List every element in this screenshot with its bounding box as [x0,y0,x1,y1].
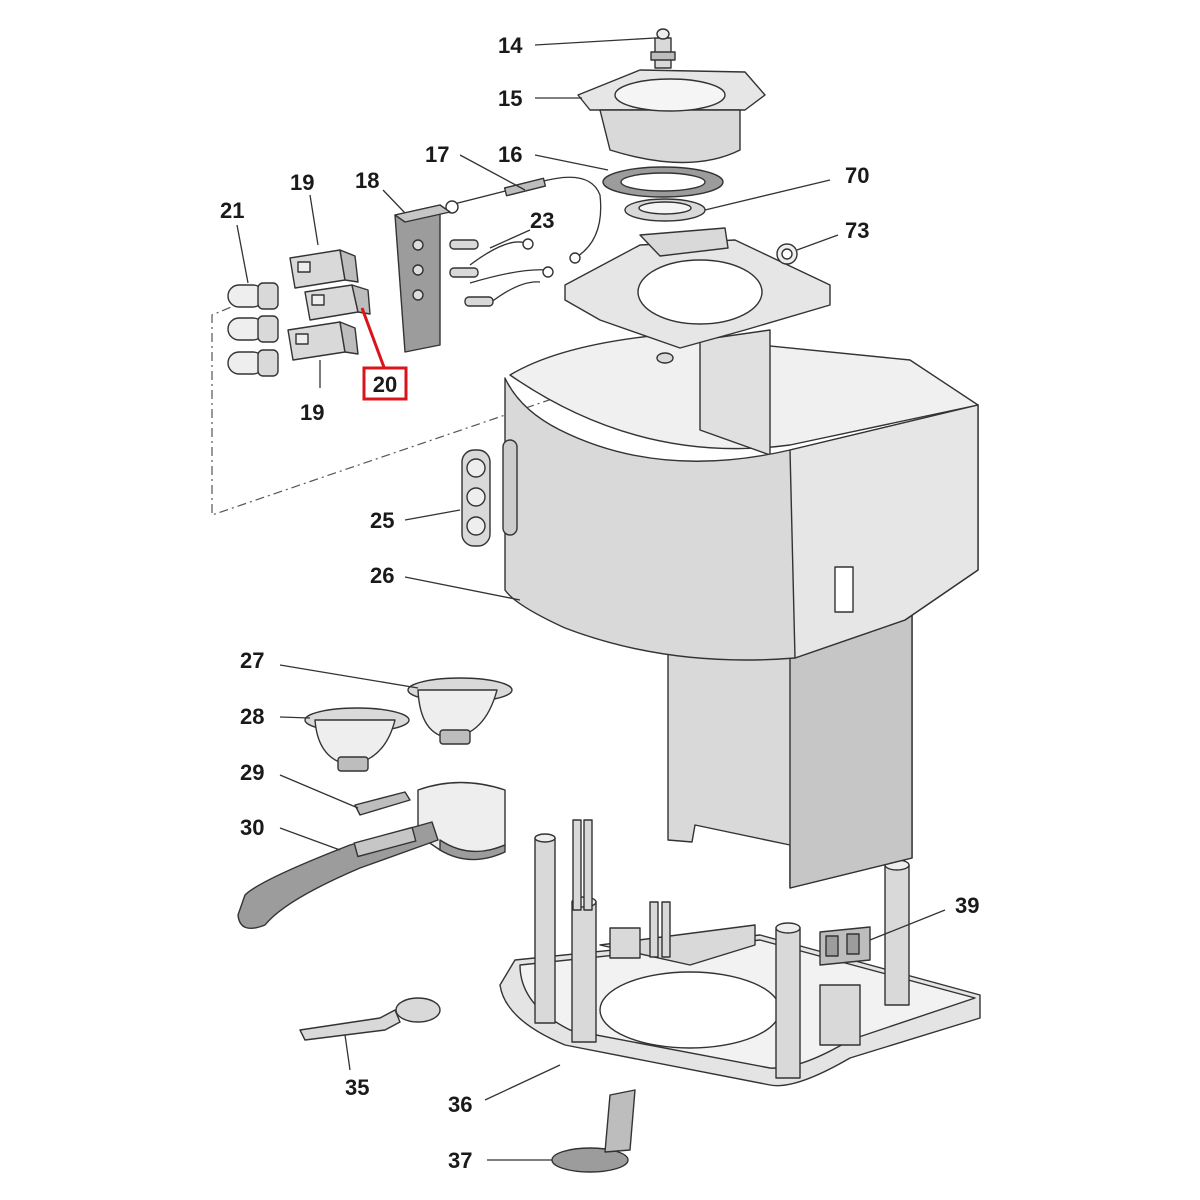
base-columns [534,819,910,1079]
callout-17: 17 [425,142,449,167]
callout-28: 28 [240,704,264,729]
callout-23: 23 [530,208,554,233]
base-plate[interactable] [499,924,981,1087]
spring-clip-29[interactable] [354,791,411,816]
callout-70: 70 [845,163,869,188]
assembly-guide-line [211,299,556,516]
callout-16: 16 [498,142,522,167]
callout-14: 14 [498,33,523,58]
callout-20: 20 [373,372,397,397]
clip-73[interactable] [776,243,798,265]
main-housing[interactable] [502,329,979,889]
leader-lines [236,37,946,1161]
button-panel-25[interactable] [461,449,491,547]
mounting-plate [564,227,831,364]
callout-19-top: 19 [290,170,314,195]
callout-29: 29 [240,760,264,785]
switch-19-top[interactable] [289,249,359,289]
gasket-16[interactable] [602,166,724,198]
callout-35: 35 [345,1075,369,1100]
switch-20[interactable] [304,284,371,321]
filter-basket-28[interactable] [304,707,410,772]
highlighted-callout-20: 20 [362,366,408,401]
callout-73: 73 [845,218,869,243]
shower-plate-70[interactable] [624,198,706,222]
callout-25: 25 [370,508,394,533]
callout-39: 39 [955,893,979,918]
filter-holder-30[interactable] [237,781,506,929]
callout-27: 27 [240,648,264,673]
callout-15: 15 [498,86,522,111]
switch-panel-18[interactable] [394,204,494,353]
switch-bracket-39[interactable] [819,926,871,966]
foot-37[interactable] [551,1089,636,1173]
boiler-cover-15[interactable] [577,69,766,164]
switch-19-bottom[interactable] [287,321,359,361]
callout-36: 36 [448,1092,472,1117]
callout-21: 21 [220,198,244,223]
wiring [445,176,602,304]
knobs-21[interactable] [227,282,279,377]
callout-30: 30 [240,815,264,840]
callout-26: 26 [370,563,394,588]
measuring-scoop-35[interactable] [299,997,441,1041]
callout-labels: 14 15 16 17 18 19 21 23 70 73 19 25 26 2… [220,33,979,1173]
callout-19-bottom: 19 [300,400,324,425]
callout-37: 37 [448,1148,472,1173]
steam-valve-14[interactable] [650,28,676,69]
highlight-leader-20 [360,307,387,371]
callout-18: 18 [355,168,379,193]
filter-basket-27[interactable] [407,677,513,745]
